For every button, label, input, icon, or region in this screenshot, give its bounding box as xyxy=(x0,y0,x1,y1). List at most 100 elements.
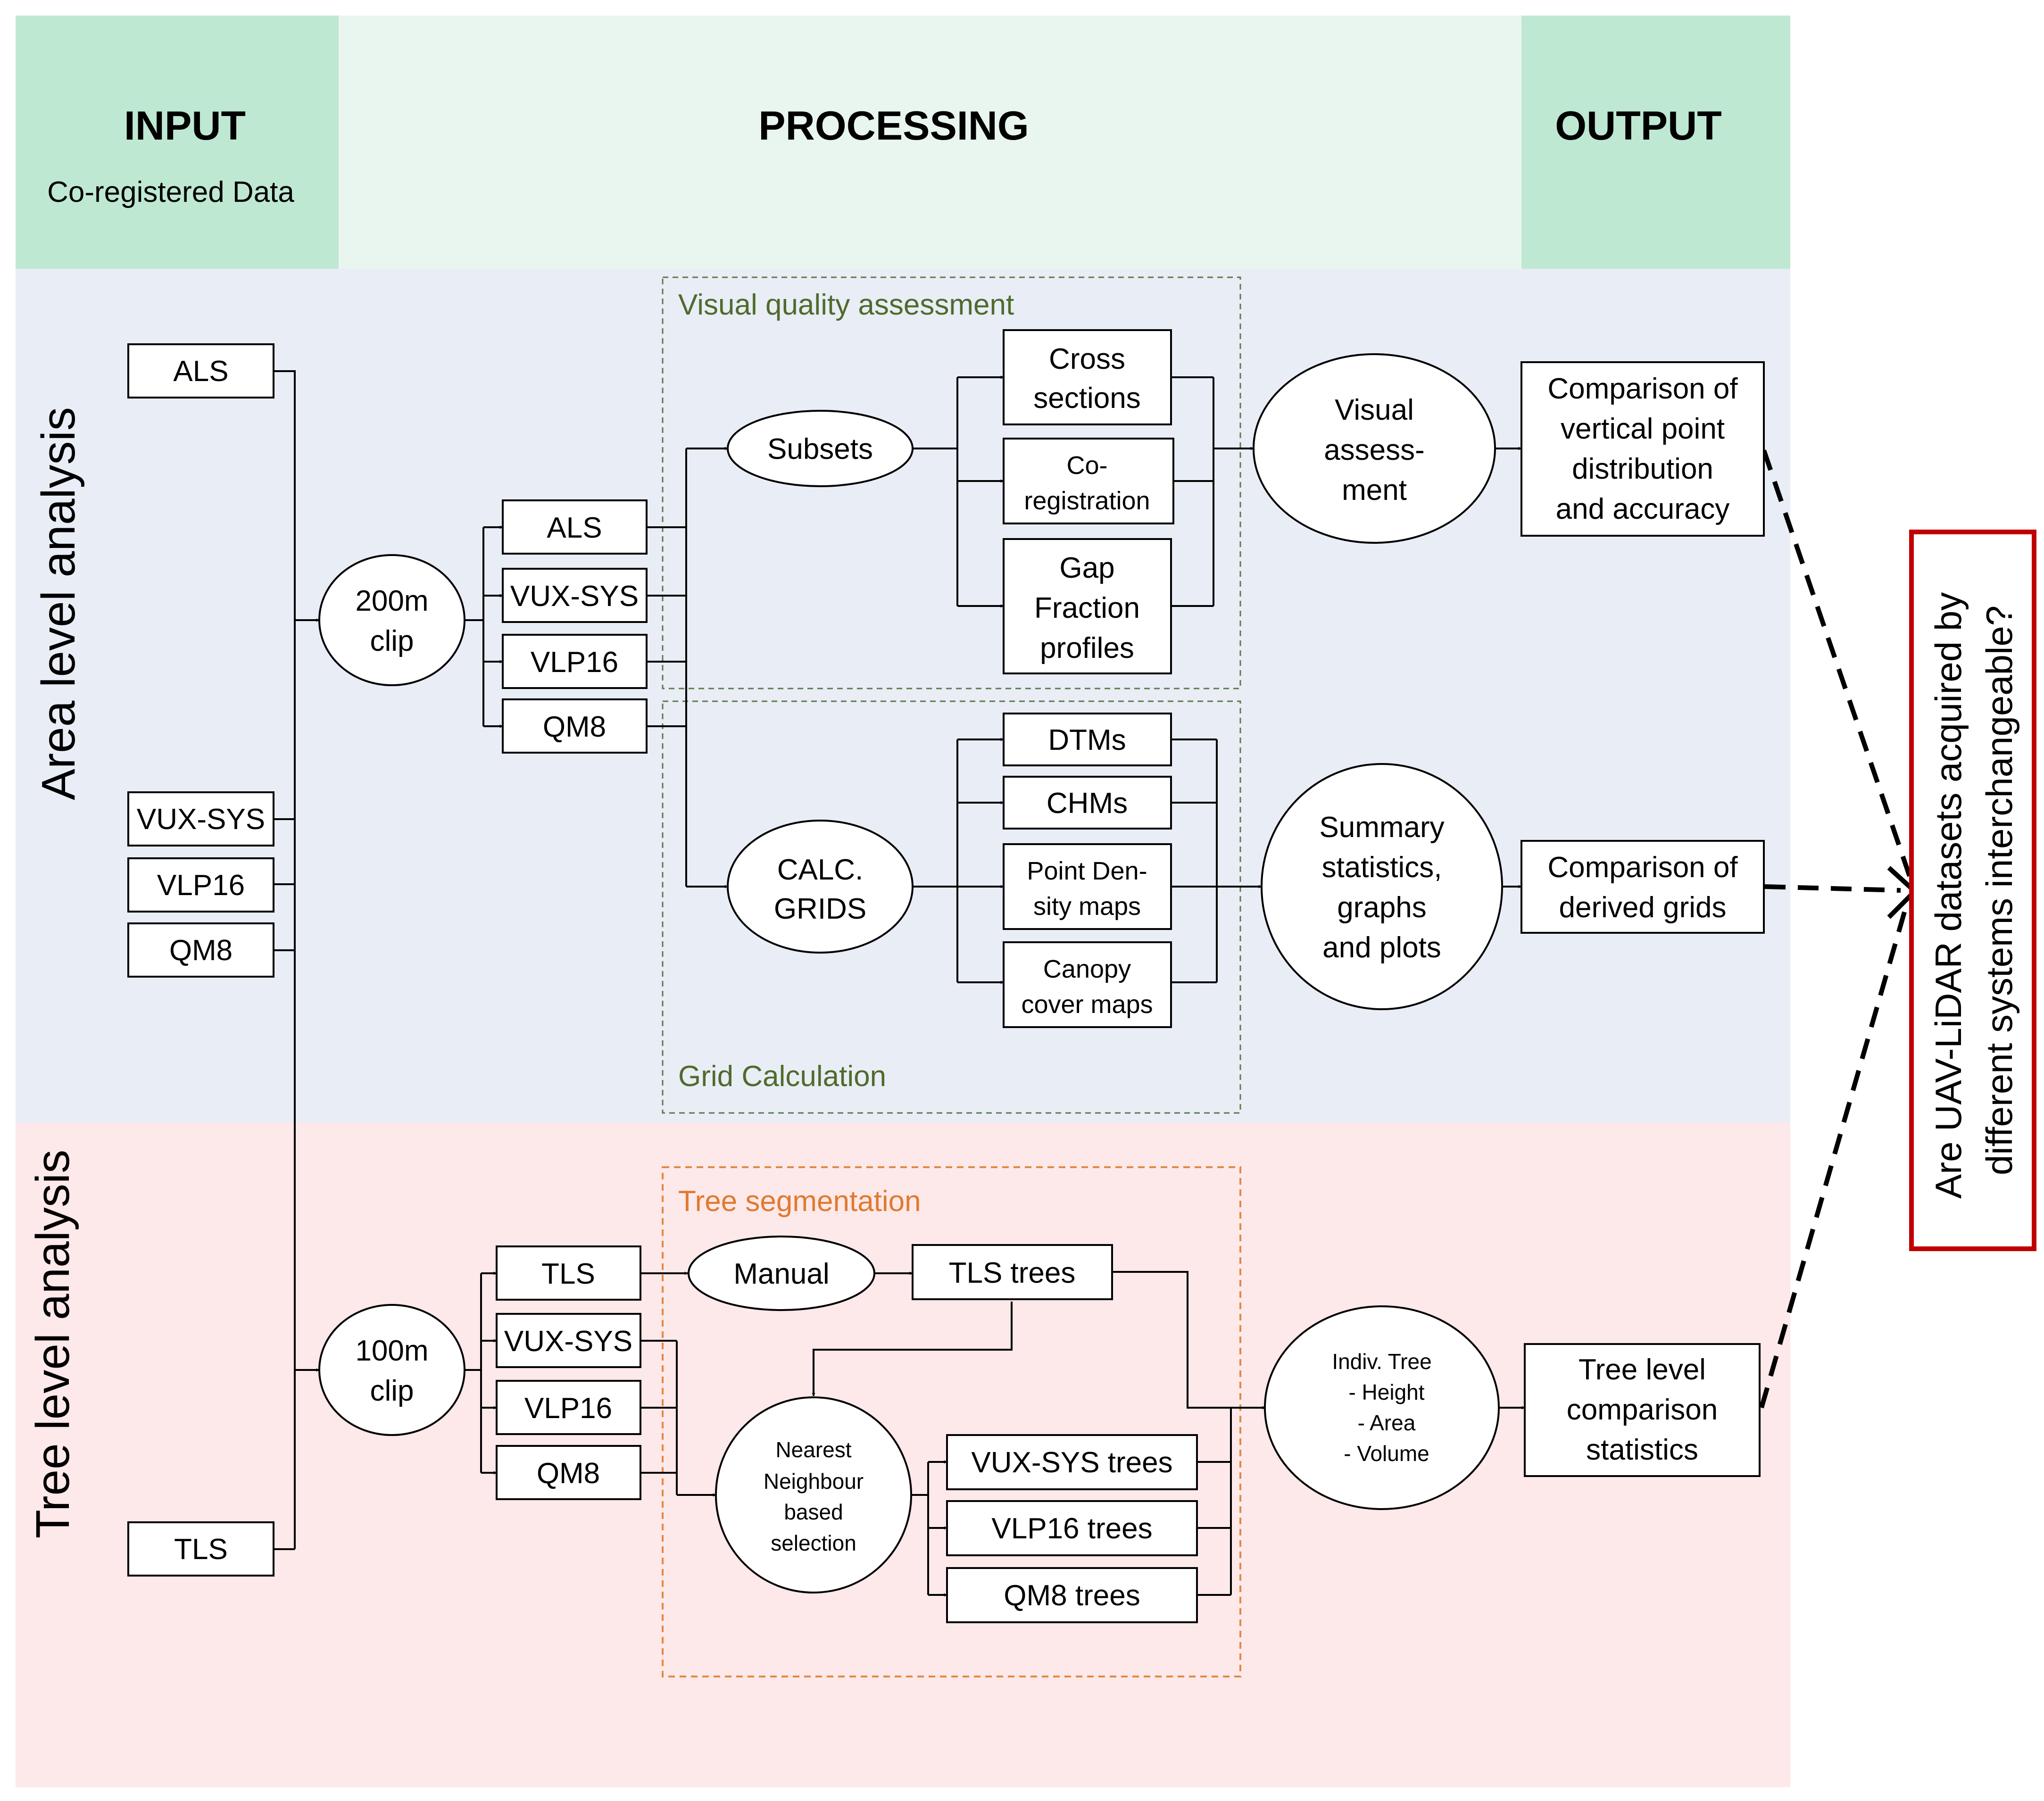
processing-title: PROCESSING xyxy=(758,103,1029,149)
svg-text:Indiv. Tree: Indiv. Tree xyxy=(1332,1349,1431,1374)
grid-calculation-group xyxy=(662,700,1241,1114)
tree-vux-sys: VUX-SYS xyxy=(496,1313,641,1368)
svg-text:clip: clip xyxy=(370,1375,414,1407)
header-input-bg xyxy=(16,16,339,269)
research-question-line-1: Are UAV-LiDAR datasets acquired by xyxy=(1928,592,1969,1199)
svg-text:VLP16: VLP16 xyxy=(157,869,245,902)
svg-text:CHMs: CHMs xyxy=(1047,787,1128,820)
visual-assessment: Visual assess- ment xyxy=(1253,353,1496,544)
tree-vlp16: VLP16 xyxy=(496,1380,641,1435)
svg-text:ment: ment xyxy=(1342,474,1407,506)
svg-text:cover maps: cover maps xyxy=(1021,990,1153,1019)
svg-text:ALS: ALS xyxy=(173,355,228,388)
tree-segmentation-group xyxy=(662,1166,1241,1677)
research-question: Are UAV-LiDAR datasets acquired by diffe… xyxy=(1928,582,2020,1199)
svg-text:Summary: Summary xyxy=(1319,811,1444,844)
input-subtitle: Co-registered Data xyxy=(47,176,294,208)
svg-text:QM8: QM8 xyxy=(537,1457,600,1490)
area-section-label: Area level analysis xyxy=(32,407,85,800)
svg-text:- Area: - Area xyxy=(1358,1411,1416,1435)
svg-text:- Volume: - Volume xyxy=(1344,1441,1429,1466)
visual-quality-group xyxy=(662,276,1241,689)
svg-text:Cross: Cross xyxy=(1049,343,1125,375)
area-qm8: QM8 xyxy=(502,698,648,754)
input-title: INPUT xyxy=(124,103,246,149)
svg-text:Subsets: Subsets xyxy=(767,433,873,465)
header-output-bg xyxy=(1521,16,1790,269)
svg-text:sections: sections xyxy=(1033,382,1140,415)
svg-text:QM8: QM8 xyxy=(169,934,233,967)
svg-text:based: based xyxy=(784,1500,843,1524)
svg-text:GRIDS: GRIDS xyxy=(774,893,866,925)
svg-text:statistics,: statistics, xyxy=(1322,851,1442,884)
svg-text:100m: 100m xyxy=(355,1335,428,1367)
manual-segmentation: Manual xyxy=(688,1236,875,1311)
svg-text:VUX-SYS: VUX-SYS xyxy=(137,803,265,836)
tree-tls: TLS xyxy=(496,1245,641,1301)
svg-text:VLP16: VLP16 xyxy=(524,1392,612,1425)
input-vlp16: VLP16 xyxy=(127,857,274,913)
svg-text:graphs: graphs xyxy=(1337,891,1427,924)
svg-text:Comparison of: Comparison of xyxy=(1547,373,1738,405)
svg-text:VUX-SYS: VUX-SYS xyxy=(504,1325,632,1358)
svg-text:QM8 trees: QM8 trees xyxy=(1004,1579,1140,1612)
tree-section-label: Tree level analysis xyxy=(26,1150,79,1538)
tls-trees: TLS trees xyxy=(912,1244,1113,1300)
area-section-bg xyxy=(16,269,1790,1122)
visual-quality-label: Visual quality assessment xyxy=(678,289,1014,321)
tree-qm8: QM8 xyxy=(496,1445,641,1500)
svg-text:registration: registration xyxy=(1024,487,1150,515)
grid-calculation-label: Grid Calculation xyxy=(678,1060,886,1093)
svg-text:vertical point: vertical point xyxy=(1561,413,1725,445)
svg-text:comparison: comparison xyxy=(1567,1394,1718,1426)
svg-text:CALC.: CALC. xyxy=(777,854,864,886)
svg-text:TLS: TLS xyxy=(174,1533,228,1566)
svg-text:DTMs: DTMs xyxy=(1048,724,1126,756)
clip-200m: 200m clip xyxy=(318,554,465,686)
svg-text:sity maps: sity maps xyxy=(1033,892,1141,921)
area-als: ALS xyxy=(502,499,648,555)
svg-text:200m: 200m xyxy=(355,585,428,617)
svg-text:Gap: Gap xyxy=(1059,552,1114,584)
summary-statistics: Summary statistics, graphs and plots xyxy=(1261,763,1503,1010)
svg-text:selection: selection xyxy=(771,1531,856,1555)
svg-text:Co-: Co- xyxy=(1066,451,1107,480)
svg-text:Tree level: Tree level xyxy=(1579,1353,1706,1386)
svg-text:ALS: ALS xyxy=(547,512,602,544)
tree-segmentation-label: Tree segmentation xyxy=(678,1185,921,1218)
dashed-arrow-grids xyxy=(1764,884,1901,893)
connector xyxy=(812,1302,1013,1396)
dashed-arrow-vertical xyxy=(1761,449,1917,892)
input-tls: TLS xyxy=(127,1521,274,1577)
svg-text:Fraction: Fraction xyxy=(1034,592,1140,624)
svg-text:VUX-SYS trees: VUX-SYS trees xyxy=(971,1446,1172,1479)
svg-text:Canopy: Canopy xyxy=(1043,955,1131,983)
qm8-trees: QM8 trees xyxy=(946,1567,1198,1623)
gap-fraction-profiles: Gap Fraction profiles xyxy=(1003,538,1172,674)
dtms: DTMs xyxy=(1003,713,1172,766)
svg-text:Point Den-: Point Den- xyxy=(1027,857,1147,885)
input-vux-sys: VUX-SYS xyxy=(127,791,274,847)
svg-text:and accuracy: and accuracy xyxy=(1556,493,1730,525)
output-derived-grids: Comparison of derived grids xyxy=(1521,840,1765,934)
chms: CHMs xyxy=(1003,776,1172,830)
svg-text:- Height: - Height xyxy=(1348,1380,1424,1404)
output-title: OUTPUT xyxy=(1555,103,1722,149)
svg-text:Manual: Manual xyxy=(733,1258,829,1290)
svg-text:TLS: TLS xyxy=(541,1258,595,1290)
input-qm8: QM8 xyxy=(127,922,274,978)
vux-sys-trees: VUX-SYS trees xyxy=(946,1434,1198,1490)
svg-text:profiles: profiles xyxy=(1040,632,1134,664)
research-question-line-2: different systems interchangeable? xyxy=(1978,606,2020,1175)
cross-sections: Cross sections xyxy=(1003,329,1172,425)
svg-text:statistics: statistics xyxy=(1586,1434,1698,1466)
svg-text:and plots: and plots xyxy=(1322,931,1441,964)
nearest-neighbour-selection: Nearest Neighbour based selection xyxy=(715,1396,912,1594)
connector xyxy=(1112,1271,1231,1409)
dashed-arrow-tree xyxy=(1759,900,1910,1409)
svg-text:clip: clip xyxy=(370,625,414,657)
canopy-cover-maps: Canopy cover maps xyxy=(1003,941,1172,1028)
svg-text:Nearest: Nearest xyxy=(775,1437,851,1462)
svg-text:VLP16 trees: VLP16 trees xyxy=(991,1512,1152,1545)
